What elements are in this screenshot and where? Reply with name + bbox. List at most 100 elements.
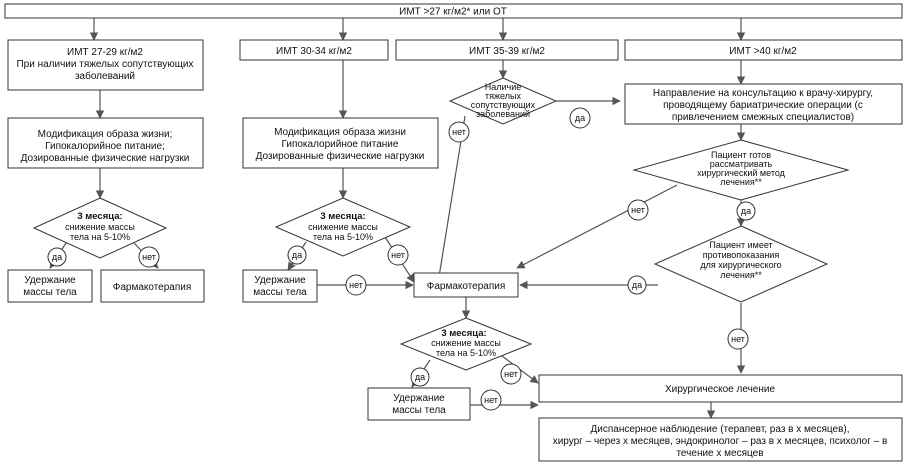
svg-text:Диспансерное наблюдение (терап: Диспансерное наблюдение (терапевт, раз в… xyxy=(591,423,850,435)
svg-text:нет: нет xyxy=(731,334,745,344)
surgery-ready-decision: Пациент готов рассматривать хирургически… xyxy=(632,139,850,201)
svg-text:Удержание: Удержание xyxy=(254,275,306,286)
svg-text:Модификация образа жизни: Модификация образа жизни xyxy=(274,126,406,138)
svg-text:снижение массы: снижение массы xyxy=(308,222,378,232)
svg-text:да: да xyxy=(741,206,751,216)
bmi-27-29-title: ИМТ 27-29 кг/м2 xyxy=(67,47,143,58)
no-label-center: нет xyxy=(500,363,522,385)
no-label-keep-2: нет xyxy=(345,274,367,296)
lifestyle-box-2: Модификация образа жизни Гипокалорийное … xyxy=(242,117,439,169)
svg-text:да: да xyxy=(632,280,642,290)
svg-text:Удержание: Удержание xyxy=(24,275,76,286)
svg-text:тела на 5-10%: тела на 5-10% xyxy=(313,232,373,242)
center-decision-title: 3 месяца xyxy=(441,328,484,339)
no-label-2: нет xyxy=(387,244,409,266)
svg-text:привлечением смежных специалис: привлечением смежных специалистов) xyxy=(672,112,854,123)
lifestyle-1-line-3: Дозированные физические нагрузки xyxy=(21,152,190,164)
contraindications-decision: Пациент имеет противопоказания для хирур… xyxy=(653,225,829,303)
svg-text:массы тела: массы тела xyxy=(392,405,446,416)
svg-text:массы тела: массы тела xyxy=(23,287,77,298)
svg-text:3 месяца:: 3 месяца: xyxy=(320,211,365,222)
svg-text:нет: нет xyxy=(452,127,466,137)
svg-text:3 месяца:: 3 месяца: xyxy=(441,328,486,339)
no-label-1: нет xyxy=(138,246,160,268)
no-label-comorbidity: нет xyxy=(448,121,470,143)
no-label-contra: нет xyxy=(727,328,749,350)
svg-text:Пациент готов: Пациент готов xyxy=(711,150,771,160)
svg-text:нет: нет xyxy=(631,205,645,215)
svg-text:Направление на консультацию к: Направление на консультацию к врачу-хиру… xyxy=(653,88,873,99)
bmi-27-29-line-3: заболеваний xyxy=(75,70,135,82)
bmi-27-29-line-2: При наличии тяжелых сопутствующих xyxy=(16,59,193,70)
top-criteria-box: ИМТ >27 кг/м2* или ОТ xyxy=(4,3,903,19)
svg-text:лечения**: лечения** xyxy=(720,270,762,280)
decision-3-months-center: 3 месяца: снижение массы тела на 5-10% xyxy=(399,317,533,371)
svg-text:тела на 5-10%: тела на 5-10% xyxy=(436,348,496,358)
bmi-27-29-box: ИМТ 27-29 кг/м2 При наличии тяжелых сопу… xyxy=(7,39,204,91)
pharmacotherapy-box-center: Фармакотерапия xyxy=(413,272,519,298)
no-label-ready: нет xyxy=(627,199,649,221)
svg-text:проводящему бариатрические опе: проводящему бариатрические операции (с xyxy=(663,99,863,111)
svg-text:рассматривать: рассматривать xyxy=(710,159,773,169)
svg-text:противопоказания: противопоказания xyxy=(703,250,780,260)
keep-weight-box-2: Удержание массы тела xyxy=(242,269,318,303)
svg-text:да: да xyxy=(415,372,425,382)
svg-text:нет: нет xyxy=(349,280,363,290)
lifestyle-1-line-2: Гипокалорийное питание; xyxy=(45,141,165,152)
svg-text:Хирургическое лечение: Хирургическое лечение xyxy=(665,384,775,395)
bmi-35-39-title: ИМТ 35-39 кг/м2 xyxy=(469,46,545,57)
surgical-treatment-box: Хирургическое лечение xyxy=(538,374,903,403)
comorbidity-decision: Наличие тяжелых сопутствующих заболевани… xyxy=(448,77,558,125)
surgeon-referral-box: Направление на консультацию к врачу-хиру… xyxy=(624,83,903,125)
lifestyle-1-line-1: Модификация образа жизни; xyxy=(38,128,173,140)
yes-label-center: да xyxy=(410,367,430,387)
decision-1-title: 3 месяца: xyxy=(77,211,122,222)
svg-text:Фармакотерапия: Фармакотерапия xyxy=(113,282,192,293)
no-label-keep-center: нет xyxy=(480,389,502,411)
follow-up-box: Диспансерное наблюдение (терапевт, раз в… xyxy=(538,417,903,462)
svg-text:да: да xyxy=(575,113,585,123)
svg-text:течение х месяцев: течение х месяцев xyxy=(676,448,763,459)
pharmacotherapy-box-1: Фармакотерапия xyxy=(100,269,205,303)
svg-text:нет: нет xyxy=(391,250,405,260)
svg-text:да: да xyxy=(52,252,62,262)
decision-1-line-1: снижение массы xyxy=(65,222,135,232)
svg-text:Наличие: Наличие xyxy=(485,82,522,92)
bmi-40-box: ИМТ >40 кг/м2 xyxy=(624,39,903,61)
svg-text:да: да xyxy=(292,250,302,260)
svg-text:массы тела: массы тела xyxy=(253,287,307,298)
svg-text:сопутствующих: сопутствующих xyxy=(471,100,536,110)
decision-3-months-1: 3 месяца: снижение массы тела на 5-10% xyxy=(32,197,168,259)
lifestyle-box-1: Модификация образа жизни; Гипокалорийное… xyxy=(7,117,204,169)
bmi-35-39-box: ИМТ 35-39 кг/м2 xyxy=(395,39,619,61)
svg-text:хирургический метод: хирургический метод xyxy=(697,168,786,178)
svg-text:Удержание: Удержание xyxy=(393,393,445,404)
svg-text:лечения**: лечения** xyxy=(720,177,762,187)
svg-text:Гипокалорийное питание: Гипокалорийное питание xyxy=(282,139,399,150)
svg-text:Дозированные физические нагруз: Дозированные физические нагрузки xyxy=(256,150,425,162)
decision-3-months-2: 3 месяца: снижение массы тела на 5-10% xyxy=(274,197,412,257)
bmi-30-34-box: ИМТ 30-34 кг/м2 xyxy=(239,39,389,61)
svg-text:Пациент имеет: Пациент имеет xyxy=(709,240,772,250)
svg-text:хирург – через х месяцев, эндо: хирург – через х месяцев, эндокринолог –… xyxy=(553,436,888,447)
svg-text:снижение массы: снижение массы xyxy=(431,338,501,348)
top-criteria-text: ИМТ >27 кг/м2* или ОТ xyxy=(399,7,507,18)
svg-text:Фармакотерапия: Фармакотерапия xyxy=(427,281,506,292)
svg-text:нет: нет xyxy=(484,395,498,405)
yes-label-contra: да xyxy=(627,275,647,295)
bmi-40-title: ИМТ >40 кг/м2 xyxy=(729,46,797,57)
keep-weight-box-center: Удержание массы тела xyxy=(367,387,471,421)
svg-text:для хирургического: для хирургического xyxy=(700,260,781,270)
svg-text:заболеваний: заболеваний xyxy=(476,109,530,119)
yes-label-ready: да xyxy=(736,201,756,221)
decision-1-line-2: тела на 5-10% xyxy=(70,232,130,242)
svg-text:тяжелых: тяжелых xyxy=(485,91,521,101)
svg-text:нет: нет xyxy=(504,369,518,379)
center-decision-colon: : xyxy=(484,328,487,339)
yes-label-comorbidity: да xyxy=(569,107,591,129)
bmi-30-34-title: ИМТ 30-34 кг/м2 xyxy=(276,46,352,57)
yes-label-1: да xyxy=(47,247,67,267)
yes-label-2: да xyxy=(287,245,307,265)
keep-weight-box-1: Удержание массы тела xyxy=(7,269,93,303)
